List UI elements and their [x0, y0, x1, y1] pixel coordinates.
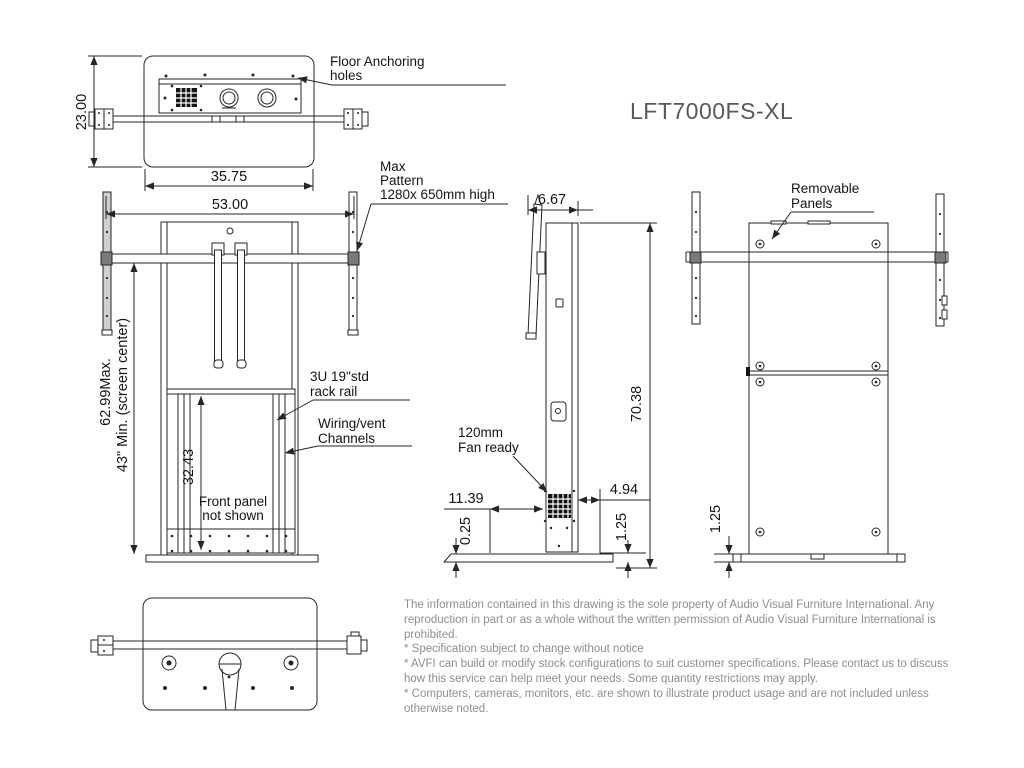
side-fan-grille-icon: [543, 489, 576, 548]
svg-text:3U 19"std: 3U 19"std: [310, 369, 369, 384]
side-hole: [556, 299, 563, 307]
disclaimer-note-3: * Computers, cameras, monitors, etc. are…: [404, 687, 929, 715]
label-removable-panels: Removable Panels: [772, 181, 874, 239]
bottom-fasteners: [162, 653, 298, 710]
rear-crossbar: [686, 252, 948, 262]
rear-panel-screws: [756, 240, 880, 536]
model-title: LFT7000FS-XL: [630, 98, 794, 124]
bottom-view: [91, 598, 367, 710]
dim-rack-height: 32.43: [181, 396, 205, 550]
dim-top-height: 23.00: [74, 56, 142, 167]
disclaimer-block: The information contained in this drawin…: [404, 598, 953, 717]
svg-text:rack rail: rack rail: [310, 384, 357, 399]
note-front-panel-1: Front panel: [199, 494, 267, 509]
disclaimer-note-1: * Specification subject to change withou…: [404, 643, 644, 656]
svg-text:53.00: 53.00: [212, 197, 248, 213]
dim-front-width: 53.00: [106, 196, 354, 219]
svg-text:Wiring/vent: Wiring/vent: [318, 416, 386, 431]
lift-rods: [212, 243, 247, 368]
svg-text:43" Min. (screen center): 43" Min. (screen center): [115, 318, 131, 472]
svg-text:11.39: 11.39: [448, 491, 483, 507]
dim-fan-offset: 11.39: [444, 491, 543, 553]
disclaimer-note-2: * AVFI can build or modify stock configu…: [404, 658, 949, 686]
label-rack-rail: 3U 19"std rack rail: [277, 369, 410, 420]
dim-screen-center: 62.99Max. 43" Min. (screen center): [98, 263, 141, 554]
note-front-panel-2: not shown: [202, 508, 264, 523]
side-base-foot: [444, 554, 613, 562]
svg-text:0.25: 0.25: [458, 517, 474, 545]
dim-rear-base-height: 1.25: [708, 505, 733, 578]
dim-rear-offset: 4.94: [578, 482, 650, 553]
label-fan-ready: 120mm Fan ready: [458, 425, 547, 492]
svg-text:6.67: 6.67: [538, 192, 566, 208]
bottom-view-outline: [143, 598, 317, 710]
rear-view: 1.25 Removable Panels: [686, 181, 948, 578]
svg-text:Channels: Channels: [318, 431, 375, 446]
dim-side-base-height: 1.25: [600, 513, 646, 578]
rack-opening: Front panel not shown: [167, 389, 295, 553]
top-view: 23.00 35.75 Floor Anchoring holes: [74, 54, 506, 191]
svg-text:70.38: 70.38: [629, 386, 645, 422]
side-view: 6.67 70.38 120mm Fan ready 11.39 4.94: [444, 192, 657, 578]
label-max-pattern: Max Pattern 1280x 650mm high: [356, 159, 508, 251]
bottom-crossbar: [91, 632, 367, 655]
cable-grommets-icon: [220, 89, 276, 108]
label-floor-anchoring: Floor Anchoring holes: [298, 54, 506, 85]
floor-anchor-holes: [163, 73, 298, 101]
svg-text:holes: holes: [330, 68, 363, 83]
fan-grille-icon: [170, 84, 203, 112]
dim-top-height-text: 23.00: [74, 94, 90, 130]
rear-right-rail: [935, 194, 947, 326]
dim-side-total-height: 70.38: [580, 223, 657, 568]
svg-text:Fan ready: Fan ready: [458, 440, 519, 455]
svg-text:1280x 650mm high: 1280x 650mm high: [380, 187, 495, 202]
front-base-plate: [146, 555, 318, 562]
svg-text:Floor Anchoring: Floor Anchoring: [330, 54, 425, 69]
top-view-crossbar: [89, 109, 368, 129]
right-rail-bracket: [348, 252, 359, 265]
svg-text:120mm: 120mm: [458, 425, 503, 440]
rear-left-rail: [690, 192, 701, 324]
left-rail-bracket: [101, 252, 112, 265]
svg-text:32.43: 32.43: [181, 449, 197, 485]
front-crossbar: [104, 254, 356, 263]
dim-base-thickness: 0.25: [452, 517, 474, 578]
svg-text:1.25: 1.25: [614, 513, 630, 541]
front-view: Front panel not shown 32.43 53.00: [98, 159, 508, 562]
svg-text:Removable: Removable: [791, 181, 859, 196]
svg-text:Panels: Panels: [791, 196, 833, 211]
base-vent-holes: [170, 534, 288, 553]
disclaimer-paragraph: The information contained in this drawin…: [404, 599, 936, 641]
svg-text:1.25: 1.25: [708, 505, 724, 533]
svg-text:Pattern: Pattern: [380, 173, 424, 188]
side-latch: [551, 402, 566, 421]
rear-panel: [749, 223, 888, 554]
dim-side-depth: 6.67: [528, 192, 593, 216]
rear-base-bar: [733, 554, 905, 562]
side-display-rail: [526, 195, 545, 339]
svg-text:4.94: 4.94: [610, 482, 638, 498]
dim-top-inner-width-text: 35.75: [211, 169, 247, 185]
svg-text:Max: Max: [380, 159, 406, 174]
dim-top-inner-width: 35.75: [145, 169, 313, 191]
svg-text:62.99Max.: 62.99Max.: [98, 358, 114, 426]
label-wiring-channels: Wiring/vent Channels: [285, 416, 412, 455]
